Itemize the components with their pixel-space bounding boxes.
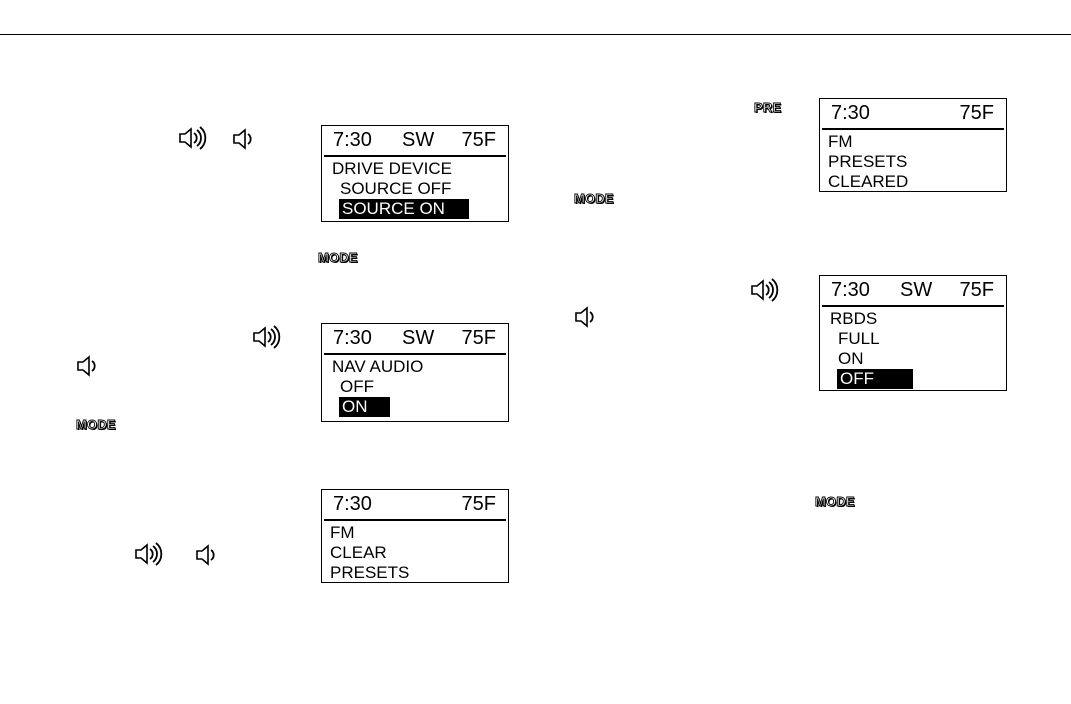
volume-down-icon bbox=[196, 544, 215, 566]
menu-option-source-on: SOURCE ON bbox=[322, 199, 508, 219]
menu-option-source-off: SOURCE OFF bbox=[340, 179, 452, 198]
pre-button-label: PRE bbox=[754, 100, 782, 116]
selected-option-highlight: OFF bbox=[837, 369, 913, 389]
display-header: 7:30 75F bbox=[822, 99, 1004, 130]
outside-temperature: 75F bbox=[959, 279, 994, 301]
display-header: 7:30 75F bbox=[324, 490, 506, 521]
band-line: FM bbox=[828, 132, 853, 151]
outside-temperature: 75F bbox=[461, 129, 496, 151]
volume-down-icon bbox=[77, 355, 96, 377]
volume-down-icon bbox=[233, 128, 252, 150]
selected-option-highlight: SOURCE ON bbox=[339, 199, 469, 219]
display-rbds: 7:30 SW 75F RBDS FULL ON OFF bbox=[819, 275, 1007, 391]
selected-option-highlight: ON bbox=[339, 397, 390, 417]
volume-up-icon bbox=[135, 542, 163, 566]
clock-time: 7:30 bbox=[831, 102, 870, 124]
display-line: PRESETS bbox=[330, 563, 410, 582]
clock-time: 7:30 bbox=[333, 129, 372, 151]
menu-option-off: OFF bbox=[820, 369, 1006, 389]
clock-time: 7:30 bbox=[333, 493, 372, 515]
display-header: 7:30 SW 75F bbox=[324, 126, 506, 157]
compass-direction: SW bbox=[402, 129, 435, 151]
volume-up-icon bbox=[751, 278, 779, 302]
compass-direction: SW bbox=[900, 279, 933, 301]
volume-up-icon bbox=[253, 325, 281, 349]
mode-button-label: MODE bbox=[574, 191, 615, 207]
band-line: FM bbox=[330, 523, 355, 542]
compass-direction: SW bbox=[402, 327, 435, 349]
menu-option-full: FULL bbox=[838, 329, 880, 348]
mode-button-label: MODE bbox=[815, 494, 856, 510]
display-line: PRESETS bbox=[828, 152, 908, 171]
display-header: 7:30 SW 75F bbox=[822, 276, 1004, 307]
mode-button-label: MODE bbox=[76, 417, 117, 433]
clock-time: 7:30 bbox=[831, 279, 870, 301]
display-line: CLEAR bbox=[330, 543, 387, 562]
display-title-line: DRIVE DEVICE bbox=[332, 159, 452, 178]
volume-up-icon bbox=[179, 126, 207, 150]
menu-option-on: ON bbox=[322, 397, 508, 417]
outside-temperature: 75F bbox=[959, 102, 994, 124]
display-nav-audio: 7:30 SW 75F NAV AUDIO OFF ON bbox=[321, 323, 509, 422]
display-title-line: NAV AUDIO bbox=[332, 357, 424, 376]
display-title-line: RBDS bbox=[830, 309, 878, 328]
mode-button-label: MODE bbox=[318, 250, 359, 266]
menu-option-off: OFF bbox=[340, 377, 374, 396]
display-header: 7:30 SW 75F bbox=[324, 324, 506, 355]
outside-temperature: 75F bbox=[461, 493, 496, 515]
display-line: CLEARED bbox=[828, 172, 909, 191]
clock-time: 7:30 bbox=[333, 327, 372, 349]
page-top-rule bbox=[0, 34, 1071, 35]
volume-down-icon bbox=[575, 306, 594, 328]
display-fm-presets-cleared: 7:30 75F FM PRESETS CLEARED bbox=[819, 98, 1007, 192]
menu-option-on: ON bbox=[838, 349, 864, 368]
outside-temperature: 75F bbox=[461, 327, 496, 349]
display-drive-device: 7:30 SW 75F DRIVE DEVICE SOURCE OFF SOUR… bbox=[321, 125, 509, 222]
display-fm-clear-presets: 7:30 75F FM CLEAR PRESETS bbox=[321, 489, 509, 583]
